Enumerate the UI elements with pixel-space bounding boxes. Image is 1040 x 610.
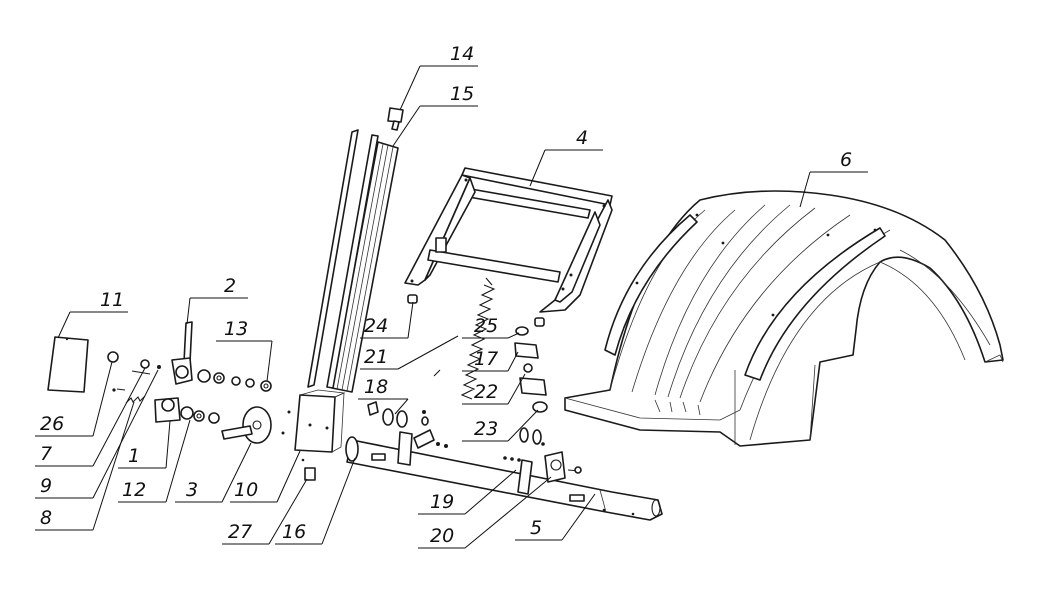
clamp-assembly-parts-17-22-23-25 xyxy=(514,326,548,413)
clip-part-14 xyxy=(387,107,404,131)
callout-1: 1 xyxy=(128,445,140,467)
callout-12: 12 xyxy=(122,479,146,501)
pin-part-8 xyxy=(112,388,146,404)
leader-4 xyxy=(529,149,603,187)
callout-11: 11 xyxy=(100,289,124,311)
callout-20: 20 xyxy=(430,525,454,547)
leader-17 xyxy=(462,351,519,372)
callout-4: 4 xyxy=(576,127,588,149)
leader-10 xyxy=(230,450,301,503)
axle-part-5 xyxy=(345,436,663,521)
fender-part-6 xyxy=(564,190,1004,447)
washers-part-12 xyxy=(180,406,220,424)
callout-2: 2 xyxy=(224,275,236,297)
bolt-parts-26-7-9 xyxy=(107,351,161,375)
nut-part-24 xyxy=(407,294,545,327)
callout-18: 18 xyxy=(364,376,388,398)
leader-19 xyxy=(418,469,517,515)
callout-9: 9 xyxy=(40,475,52,497)
washers-part-18 xyxy=(367,401,448,448)
leader-12 xyxy=(118,419,191,503)
callout-26: 26 xyxy=(40,413,64,435)
clamp-part-16 xyxy=(397,429,435,466)
leader-6 xyxy=(799,171,868,208)
spring-part-21 xyxy=(433,277,496,400)
callout-7: 7 xyxy=(40,443,52,465)
callout-6: 6 xyxy=(840,149,852,171)
leader-25 xyxy=(462,332,520,339)
leader-22 xyxy=(462,373,526,405)
flange-part-3 xyxy=(221,406,272,444)
leader-26 xyxy=(35,361,113,437)
callout-5: 5 xyxy=(530,517,542,539)
callout-17: 17 xyxy=(474,348,498,370)
callout-25: 25 xyxy=(474,315,498,337)
bracket-box-part-10 xyxy=(281,389,346,453)
profile-part-15 xyxy=(307,129,399,393)
leader-16 xyxy=(275,457,356,545)
frame-part-4 xyxy=(404,167,613,313)
leader-7 xyxy=(35,367,146,467)
clamp-parts-19-20 xyxy=(503,427,582,495)
callout-14: 14 xyxy=(450,43,474,65)
leader-11 xyxy=(57,311,128,339)
leader-9 xyxy=(35,369,159,499)
callout-22: 22 xyxy=(474,381,498,403)
callout-labels: 14 15 4 6 11 2 13 26 7 9 8 1 12 3 10 27 … xyxy=(40,43,852,547)
block-part-27 xyxy=(301,458,316,481)
leader-3 xyxy=(175,442,252,503)
leader-23 xyxy=(462,409,539,442)
leader-1 xyxy=(118,420,171,469)
leader-24 xyxy=(360,301,414,339)
housing-part-1 xyxy=(154,397,181,423)
callout-13: 13 xyxy=(224,318,248,340)
callout-16: 16 xyxy=(282,521,306,543)
leader-lines xyxy=(35,65,868,549)
callout-10: 10 xyxy=(234,479,258,501)
callout-21: 21 xyxy=(364,346,388,368)
plate-part-11 xyxy=(47,336,89,393)
leader-20 xyxy=(418,476,552,549)
leader-18 xyxy=(358,398,409,415)
leader-14 xyxy=(399,65,478,111)
callout-19: 19 xyxy=(430,491,454,513)
bracket-part-2 xyxy=(171,321,193,385)
callout-27: 27 xyxy=(228,521,252,543)
leader-21 xyxy=(360,335,459,370)
leader-15 xyxy=(392,105,478,147)
washers-part-13 xyxy=(197,369,272,392)
leader-2 xyxy=(186,297,248,325)
callout-8: 8 xyxy=(40,507,52,529)
leader-5 xyxy=(515,493,596,541)
callout-23: 23 xyxy=(474,418,498,440)
callout-15: 15 xyxy=(450,83,474,105)
callout-24: 24 xyxy=(364,315,388,337)
leader-13 xyxy=(216,340,273,382)
leader-27 xyxy=(222,478,308,545)
callout-3: 3 xyxy=(186,479,198,501)
leader-8 xyxy=(35,401,135,531)
